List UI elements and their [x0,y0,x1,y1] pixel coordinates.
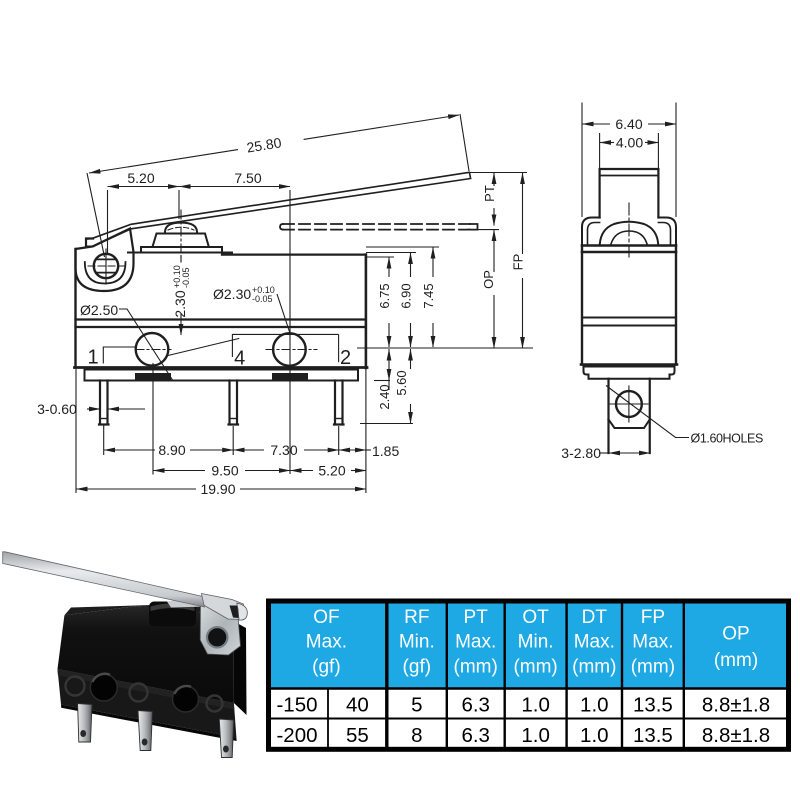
svg-text:-0.05: -0.05 [252,294,273,304]
svg-text:+0.10: +0.10 [252,285,275,295]
svg-text:Min.: Min. [518,632,554,653]
svg-text:OP: OP [481,270,496,289]
svg-text:OP: OP [722,624,749,645]
svg-text:+0.10: +0.10 [172,265,182,288]
svg-text:-150: -150 [276,694,317,717]
svg-text:(gf): (gf) [403,657,432,678]
svg-text:5.60: 5.60 [394,370,409,395]
svg-text:-200: -200 [276,724,317,747]
svg-text:6.3: 6.3 [461,724,490,747]
svg-text:FP: FP [511,254,526,271]
svg-text:13.5: 13.5 [633,694,673,717]
svg-text:1: 1 [87,347,98,369]
svg-text:6.75: 6.75 [377,283,392,308]
svg-text:9.50: 9.50 [211,463,238,479]
svg-text:7.45: 7.45 [421,283,436,308]
svg-text:(mm): (mm) [714,650,758,671]
svg-text:PT: PT [482,185,497,202]
svg-text:1.85: 1.85 [372,443,399,459]
svg-text:5.20: 5.20 [318,463,345,479]
svg-text:5: 5 [411,694,422,717]
svg-text:1.0: 1.0 [580,694,609,717]
svg-text:25.80: 25.80 [245,134,282,155]
svg-text:4: 4 [234,347,245,369]
svg-text:1.0: 1.0 [521,694,550,717]
svg-text:8.8±1.8: 8.8±1.8 [702,724,770,747]
svg-text:Ø1.60HOLES: Ø1.60HOLES [691,432,763,446]
svg-text:Ø2.50: Ø2.50 [80,302,118,318]
svg-text:Max.: Max. [455,632,496,653]
svg-text:(gf): (gf) [312,657,341,678]
svg-text:7.30: 7.30 [270,442,297,458]
svg-text:6.90: 6.90 [399,283,414,308]
svg-text:3-2.80: 3-2.80 [561,445,601,461]
svg-text:(mm): (mm) [631,657,675,678]
svg-text:6.3: 6.3 [461,694,490,717]
svg-text:19.90: 19.90 [200,481,235,497]
svg-text:OF: OF [313,607,339,628]
svg-text:Max.: Max. [632,632,673,653]
svg-text:-0.05: -0.05 [181,267,191,288]
svg-text:PT: PT [464,607,489,628]
svg-text:Max.: Max. [306,632,347,653]
svg-text:Min.: Min. [399,632,435,653]
svg-text:8.8±1.8: 8.8±1.8 [702,694,770,717]
svg-text:Max.: Max. [574,632,615,653]
svg-text:5.20: 5.20 [127,170,154,186]
svg-text:8: 8 [411,724,422,747]
svg-text:2.30: 2.30 [172,290,188,317]
svg-text:FP: FP [641,607,665,628]
svg-text:2: 2 [340,347,351,369]
svg-text:(mm): (mm) [572,657,616,678]
svg-text:40: 40 [346,694,369,717]
svg-text:1.0: 1.0 [521,724,550,747]
svg-text:6.40: 6.40 [615,116,642,132]
svg-text:(mm): (mm) [513,657,557,678]
svg-text:RF: RF [404,607,429,628]
svg-text:OT: OT [522,607,549,628]
svg-text:8.90: 8.90 [158,442,185,458]
svg-text:13.5: 13.5 [633,724,673,747]
svg-text:4.00: 4.00 [616,135,643,151]
svg-text:(mm): (mm) [454,657,498,678]
svg-text:55: 55 [346,724,369,747]
svg-text:1.0: 1.0 [580,724,609,747]
svg-text:2.40: 2.40 [377,384,392,409]
svg-text:3-0.60: 3-0.60 [37,401,77,417]
svg-text:DT: DT [582,607,608,628]
svg-text:Ø2.30: Ø2.30 [213,286,251,302]
svg-text:7.50: 7.50 [234,170,261,186]
